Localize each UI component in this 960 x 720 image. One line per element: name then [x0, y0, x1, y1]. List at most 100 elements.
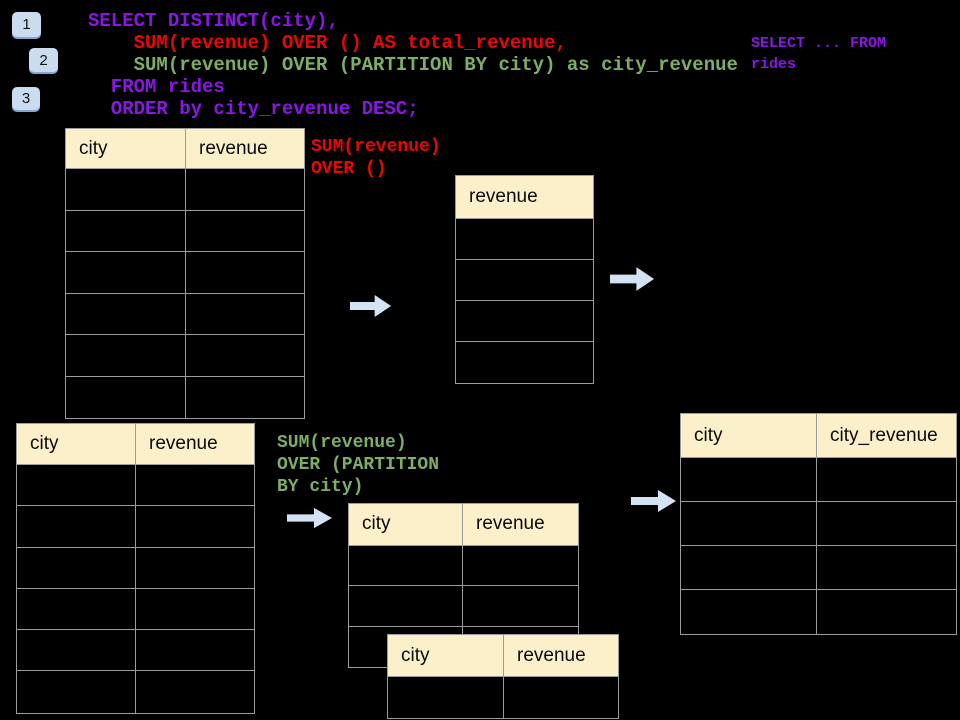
- table-cell: [817, 458, 956, 501]
- table-cell: [66, 335, 186, 376]
- table-row: [349, 586, 578, 627]
- table-row: [681, 590, 956, 634]
- sql-code-line: SUM(revenue) OVER () AS total_revenue,: [88, 32, 567, 54]
- side-note: SELECT ... FROM rides: [751, 33, 886, 75]
- table-cell: [186, 169, 304, 210]
- table-cell: [186, 335, 304, 376]
- step-badge-2: 2: [29, 48, 58, 72]
- table-cell: [817, 502, 956, 545]
- column-header-city: city: [349, 504, 463, 545]
- flow-arrow-right-icon: [610, 267, 655, 291]
- table-cell: [681, 502, 817, 545]
- table-cell: [66, 252, 186, 293]
- table-cell: [66, 376, 186, 418]
- table-cell: [456, 260, 593, 300]
- table-row: [456, 342, 593, 383]
- table-row: [681, 458, 956, 502]
- side-note-line: rides: [751, 56, 797, 73]
- step-badge-label: 3: [21, 90, 31, 107]
- table-cell: [136, 547, 254, 588]
- annotation-over-all: SUM(revenue)OVER (): [311, 136, 441, 180]
- side-note-line: SELECT ... FROM: [751, 35, 887, 52]
- table-cell: [136, 506, 254, 547]
- table-row: [66, 252, 304, 294]
- table-cell: [463, 545, 578, 585]
- column-header-revenue: revenue: [504, 635, 618, 676]
- table-cell: [388, 677, 504, 718]
- table-row: [17, 671, 254, 713]
- table-row: [456, 260, 593, 301]
- flow-arrow-right-icon: [287, 507, 332, 529]
- table-cell: [463, 586, 578, 626]
- annotation-line: OVER (PARTITION: [277, 455, 440, 475]
- column-header-city: city: [681, 414, 817, 457]
- table-row: [66, 210, 304, 252]
- step-badge-3: 3: [12, 87, 40, 110]
- annotation-line: BY city): [277, 477, 364, 497]
- table-header-row: revenue: [456, 176, 593, 219]
- table-total-revenue: revenue: [455, 175, 594, 384]
- table-cell: [66, 210, 186, 251]
- table-cell: [504, 677, 618, 718]
- table-cell: [456, 219, 593, 259]
- step-badge-1: 1: [12, 12, 41, 37]
- table-cell: [136, 671, 254, 713]
- table-cell: [186, 293, 304, 334]
- table-cell: [349, 545, 463, 585]
- column-header-city: city: [66, 129, 186, 168]
- sql-code-line: SELECT DISTINCT(city),: [88, 10, 339, 32]
- step-badge-label: 2: [39, 51, 48, 69]
- column-header-city: city: [388, 635, 504, 676]
- flow-arrow-right-icon: [631, 490, 676, 512]
- table-row: [388, 677, 618, 718]
- table-cell: [186, 252, 304, 293]
- column-header-revenue: revenue: [186, 129, 304, 168]
- annotation-line: SUM(revenue): [277, 433, 407, 453]
- table-cell: [136, 630, 254, 671]
- table-row: [66, 376, 304, 418]
- column-header-city: city: [17, 424, 136, 464]
- table-cell: [17, 588, 136, 630]
- table-row: [681, 502, 956, 546]
- table-cell: [186, 210, 304, 251]
- column-header-city_revenue: city_revenue: [817, 414, 956, 457]
- table-cell: [17, 506, 136, 547]
- step-badge-label: 1: [22, 16, 31, 33]
- annotation-line: OVER (): [311, 159, 387, 179]
- table-row: [66, 293, 304, 335]
- table-row: [681, 546, 956, 590]
- table-row: [17, 630, 254, 672]
- table-row: [17, 465, 254, 507]
- sql-code-block: SELECT DISTINCT(city), SUM(revenue) OVER…: [88, 10, 738, 120]
- table-cell: [681, 590, 817, 634]
- table-cell: [17, 465, 136, 506]
- sql-code-line: SUM(revenue) OVER (PARTITION BY city) as…: [88, 54, 738, 76]
- table-cell: [17, 671, 136, 713]
- flow-arrow-right-icon: [350, 295, 392, 317]
- sql-code-line: ORDER by city_revenue DESC;: [88, 98, 419, 120]
- column-header-revenue: revenue: [456, 176, 593, 218]
- table-row: [66, 335, 304, 377]
- table-row: [456, 219, 593, 260]
- table-cell: [17, 547, 136, 588]
- table-cell: [136, 588, 254, 630]
- table-cell: [817, 590, 956, 634]
- annotation-line: SUM(revenue): [311, 137, 441, 157]
- table-cell: [681, 458, 817, 501]
- table-cell: [817, 546, 956, 589]
- table-row: [17, 506, 254, 548]
- table-cell: [186, 376, 304, 418]
- table-row: [17, 588, 254, 631]
- table-cell: [349, 586, 463, 626]
